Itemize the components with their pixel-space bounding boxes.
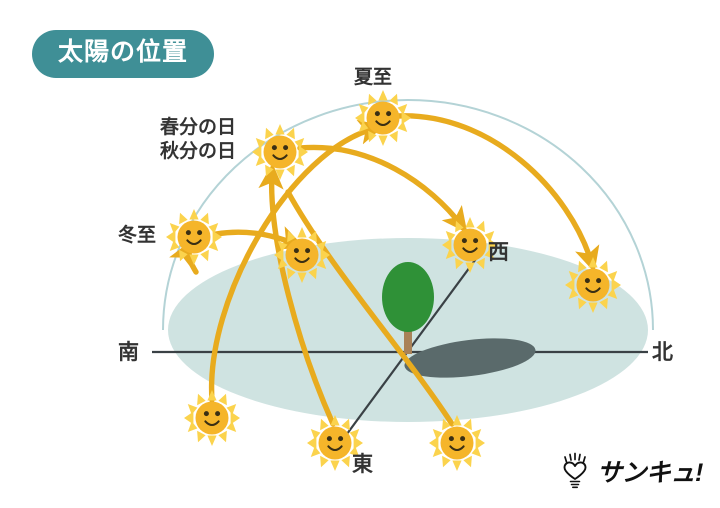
label-summer-solstice: 夏至 bbox=[354, 67, 393, 88]
heart-lightbulb-icon bbox=[563, 452, 587, 489]
sun-marker-winter-peak bbox=[164, 207, 224, 267]
label-direction-south: 南 bbox=[118, 341, 139, 364]
sun-marker-winter-rise bbox=[427, 413, 487, 473]
brand-logo-text: サンキュ! bbox=[597, 459, 703, 487]
sun-marker-summer-peak bbox=[353, 88, 413, 148]
label-autumn-equinox: 秋分の日 bbox=[160, 141, 237, 162]
winter-solstice-set-arc bbox=[213, 226, 305, 250]
tree-shadow bbox=[404, 338, 536, 378]
equinox-set-arc bbox=[297, 144, 468, 234]
page-title: 太陽の位置 bbox=[32, 30, 215, 78]
label-direction-west: 西 bbox=[488, 241, 509, 264]
label-direction-east: 東 bbox=[352, 453, 373, 476]
equinox-rise-arc bbox=[258, 163, 336, 427]
winter-solstice-long-arc bbox=[285, 189, 455, 427]
sun-marker-summer-rise bbox=[182, 388, 242, 448]
east-west-axis-line bbox=[343, 251, 482, 439]
brand-logo: サンキュ! bbox=[560, 452, 703, 490]
sun-marker-equinox-peak bbox=[250, 122, 310, 182]
label-spring-equinox: 春分の日 bbox=[160, 117, 237, 138]
tree-canopy bbox=[382, 262, 434, 332]
label-winter-solstice: 冬至 bbox=[118, 225, 157, 246]
summer-solstice-set-arc bbox=[395, 113, 600, 273]
label-direction-north: 北 bbox=[652, 341, 673, 364]
